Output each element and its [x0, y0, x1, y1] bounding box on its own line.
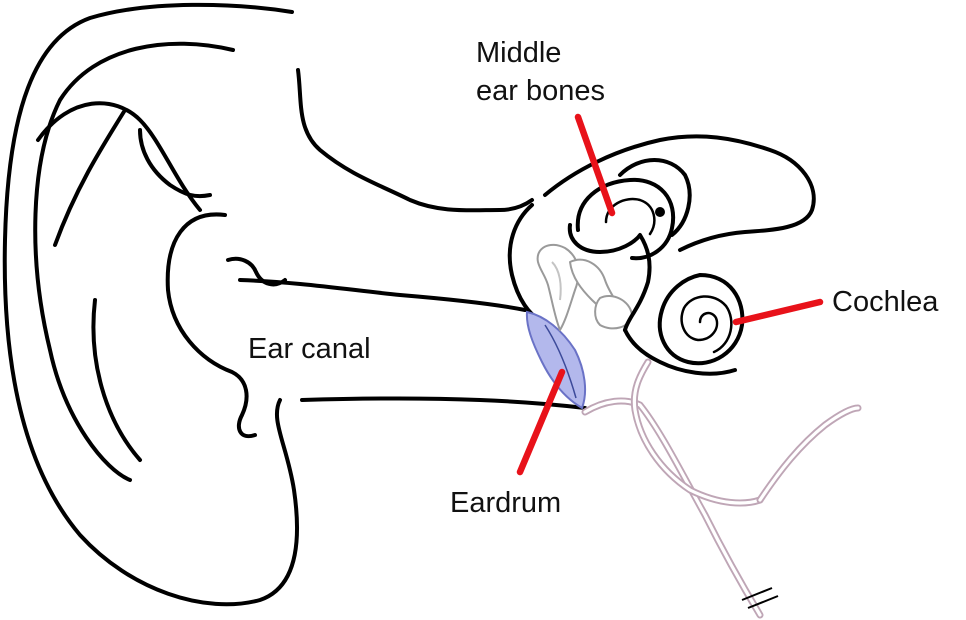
lobe-inner-curve	[93, 300, 140, 460]
label-eardrum: Eardrum	[450, 487, 561, 519]
outer-ear	[5, 5, 297, 604]
canal-lower-wall	[302, 399, 585, 409]
label-cochlea: Cochlea	[832, 286, 939, 318]
cochlea	[660, 275, 743, 363]
leader-cochlea	[736, 302, 820, 322]
pinna-outer-rim	[5, 5, 297, 604]
concha-tragus	[168, 214, 255, 436]
label-ear-canal: Ear canal	[248, 333, 371, 365]
malleus	[538, 245, 579, 330]
nerves	[585, 362, 858, 615]
antihelix-fold	[55, 110, 125, 245]
ossicles	[538, 245, 632, 330]
leader-eardrum	[520, 372, 562, 472]
canal-upper-wall	[240, 280, 525, 310]
pinna-inner-rim	[35, 44, 233, 480]
skull-upper	[545, 136, 814, 250]
cochlea-spiral	[682, 296, 732, 352]
nerve-branch-descending	[634, 362, 760, 503]
antihelix-crus	[140, 130, 210, 196]
nerve-branch-left	[585, 401, 760, 615]
leader-middle-ear-bones	[578, 117, 612, 213]
semicircular-canal-inner	[606, 199, 654, 234]
label-middle-ear-bones-line1: Middle	[476, 37, 561, 69]
nerve-branch-right	[760, 408, 858, 500]
oval-window-dot	[655, 207, 665, 217]
middle-ear-cavity	[510, 205, 540, 320]
label-middle-ear-bones-line2: ear bones	[476, 75, 605, 107]
